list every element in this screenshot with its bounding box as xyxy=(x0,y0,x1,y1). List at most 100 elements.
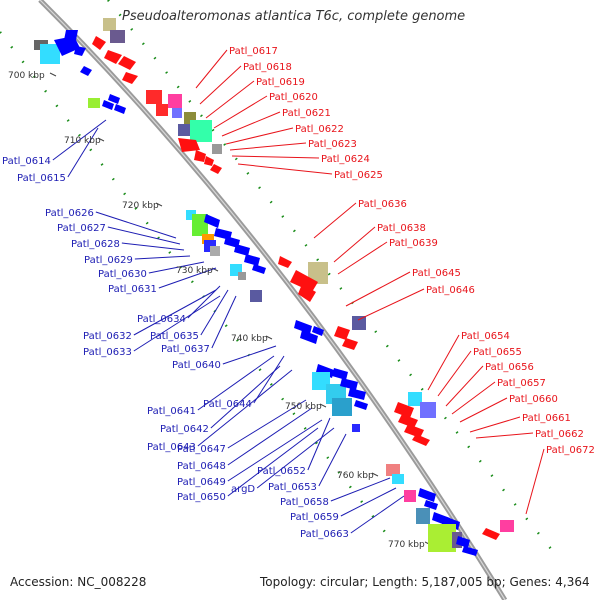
reverse-gene-label: Patl_0652 xyxy=(257,466,306,477)
reverse-gene-label: Patl_0630 xyxy=(98,269,147,280)
cds-reverse-arrow xyxy=(340,378,358,390)
reverse-gene-label: Patl_0627 xyxy=(57,223,106,234)
cds-reverse-arrow xyxy=(64,30,78,40)
cds-forward xyxy=(178,124,190,136)
forward-leader-line xyxy=(437,350,472,397)
cds-reverse xyxy=(352,424,360,432)
reverse-gene-label: Patl_0632 xyxy=(83,331,132,342)
forward-gene-label: Patl_0672 xyxy=(546,445,595,456)
scale-tick xyxy=(155,202,163,207)
reverse-leader-line xyxy=(256,427,335,489)
cds-reverse-arrow xyxy=(114,104,126,114)
cds-reverse-arrow xyxy=(418,488,436,502)
cds-forward xyxy=(352,316,366,330)
cds-reverse xyxy=(428,524,456,552)
cds-forward xyxy=(103,18,116,31)
cds-forward xyxy=(172,108,182,118)
cds-forward-arrow xyxy=(298,284,316,302)
reverse-leader-line xyxy=(121,242,185,251)
reverse-gene-label: Patl_0649 xyxy=(177,477,226,488)
forward-leader-line xyxy=(195,49,228,89)
forward-leader-line xyxy=(459,397,508,423)
genome-backbone xyxy=(38,0,508,600)
reverse-leader-line xyxy=(107,226,181,245)
cds-forward xyxy=(500,520,514,532)
reverse-gene-label: Patl_0614 xyxy=(2,156,51,167)
cds-forward-arrow xyxy=(122,72,138,84)
cds-reverse xyxy=(210,246,220,256)
forward-leader-line xyxy=(225,127,294,145)
cds-forward-arrow xyxy=(92,36,106,50)
forward-gene-label: Patl_0636 xyxy=(358,199,407,210)
cds-reverse xyxy=(404,490,416,502)
forward-gene-label: Patl_0657 xyxy=(497,378,546,389)
reverse-leader-line xyxy=(227,427,319,497)
forward-gene-label: Patl_0654 xyxy=(461,331,510,342)
cds-reverse xyxy=(386,464,400,476)
cds-forward xyxy=(420,402,436,418)
cds-reverse-arrow xyxy=(456,536,470,548)
cds-forward-arrow xyxy=(210,164,222,174)
genome-backbone-highlight xyxy=(39,0,506,600)
reverse-leader-line xyxy=(95,211,177,239)
cds-reverse-arrow xyxy=(348,388,366,400)
gene-labels: Patl_0617Patl_0618Patl_0619Patl_0620Patl… xyxy=(2,46,595,540)
forward-gene-label: Patl_0656 xyxy=(485,362,534,373)
cds-forward xyxy=(408,392,422,406)
forward-gene-label: Patl_0661 xyxy=(522,413,571,424)
forward-leader-line xyxy=(357,288,425,321)
reverse-leader-line xyxy=(197,369,293,447)
scale-label: 710 kbp xyxy=(64,136,101,146)
cds-forward-arrow xyxy=(334,326,350,340)
scale-label: 730 kbp xyxy=(176,266,213,276)
forward-leader-line xyxy=(333,226,376,263)
forward-leader-line xyxy=(469,416,521,433)
reverse-gene-label: Patl_0643 xyxy=(147,442,196,453)
reverse-leader-line xyxy=(227,407,313,466)
cds-reverse-arrow xyxy=(234,244,250,256)
cds-forward-arrow xyxy=(394,402,414,418)
cds-forward-arrow xyxy=(398,414,418,428)
forward-gene-label: Patl_0662 xyxy=(535,429,584,440)
cds-forward-arrow xyxy=(104,50,122,64)
reverse-gene-label: Patl_0635 xyxy=(150,331,199,342)
cds-reverse-arrow xyxy=(204,214,220,228)
forward-leader-line xyxy=(231,155,320,159)
cds-forward-arrow xyxy=(342,338,358,350)
scale-tick xyxy=(97,137,105,142)
scale-tick xyxy=(319,403,327,408)
forward-strand-features xyxy=(92,18,514,540)
forward-leader-line xyxy=(199,65,242,105)
reverse-leader-line xyxy=(200,289,229,336)
cds-forward xyxy=(308,262,328,284)
reverse-leader-line xyxy=(197,355,275,411)
scale-tick xyxy=(49,72,57,77)
forward-leader-line xyxy=(213,95,268,129)
cds-reverse-arrow xyxy=(332,368,348,380)
reverse-gene-label: Patl_0640 xyxy=(172,360,221,371)
topology-text: Topology: circular; Length: 5,187,005 bp… xyxy=(260,575,590,589)
reverse-leader-line xyxy=(227,419,323,482)
reverse-leader-line xyxy=(133,289,217,336)
forward-leader-line xyxy=(427,334,460,391)
label-leader-lines xyxy=(52,49,545,534)
cds-reverse-arrow xyxy=(252,264,266,274)
cds-forward xyxy=(156,104,168,116)
forward-gene-label: Patl_0621 xyxy=(282,108,331,119)
reverse-leader-line xyxy=(253,355,285,404)
cds-forward xyxy=(212,144,222,154)
cds-reverse-arrow xyxy=(54,36,80,56)
reverse-leader-line xyxy=(158,267,217,289)
cds-reverse-arrow xyxy=(312,326,324,336)
cds-reverse-arrow xyxy=(102,100,114,110)
cds-forward-arrow xyxy=(290,270,318,292)
reverse-gene-label: Patl_0633 xyxy=(83,347,132,358)
cds-forward xyxy=(110,30,125,43)
cds-reverse xyxy=(88,98,100,108)
forward-gene-label: Patl_0623 xyxy=(308,139,357,150)
reverse-leader-line xyxy=(318,433,347,487)
forward-gene-label: Patl_0638 xyxy=(377,223,426,234)
reverse-leader-line xyxy=(350,495,405,534)
scale-label: 700 kbp xyxy=(8,71,45,81)
